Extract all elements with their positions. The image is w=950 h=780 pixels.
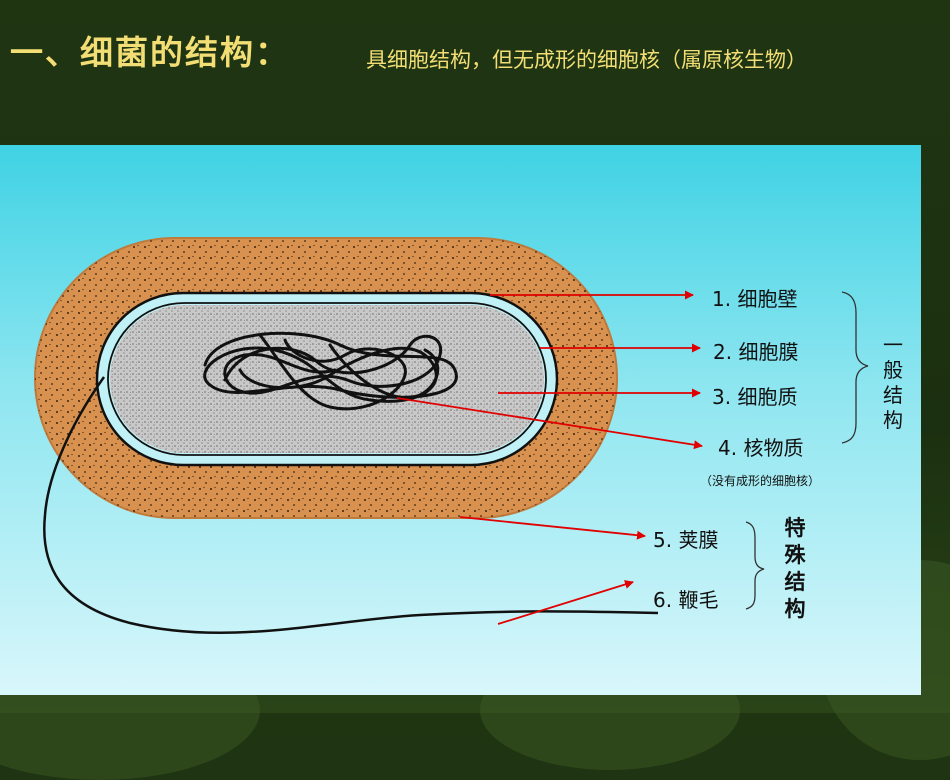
label-nuclear-note: （没有成形的细胞核） — [700, 474, 821, 488]
slide-subtitle: 具细胞结构，但无成形的细胞核（属原核生物） — [366, 48, 807, 72]
brace-special — [745, 521, 765, 610]
slide-title: 一、细菌的结构： — [10, 33, 290, 72]
pointer-arrows — [396, 290, 703, 625]
arrow-flagellum — [497, 580, 634, 625]
brace-general — [841, 291, 869, 444]
group-special-structure: 特 殊 结 构 — [784, 516, 806, 621]
label-nuclear-material: 4. 核物质 — [718, 436, 804, 460]
cell-membrane — [107, 302, 547, 456]
nuclear-material — [203, 331, 458, 411]
bacterium-diagram — [34, 237, 869, 635]
diagram-panel: 1. 细胞壁 2. 细胞膜 3. 细胞质 4. 核物质 （没有成形的细胞核） 5… — [0, 145, 921, 695]
group-general-structure: 一 般 结 构 — [883, 333, 903, 432]
flagellum — [43, 376, 659, 635]
label-flagellum: 6. 鞭毛 — [653, 588, 719, 612]
arrow-nuclear-material — [396, 397, 703, 450]
label-cytoplasm: 3. 细胞质 — [712, 385, 798, 409]
label-capsule: 5. 荚膜 — [653, 528, 719, 552]
label-cell-membrane: 2. 细胞膜 — [713, 340, 799, 364]
arrow-capsule — [459, 516, 646, 540]
label-cell-wall: 1. 细胞壁 — [712, 287, 798, 311]
